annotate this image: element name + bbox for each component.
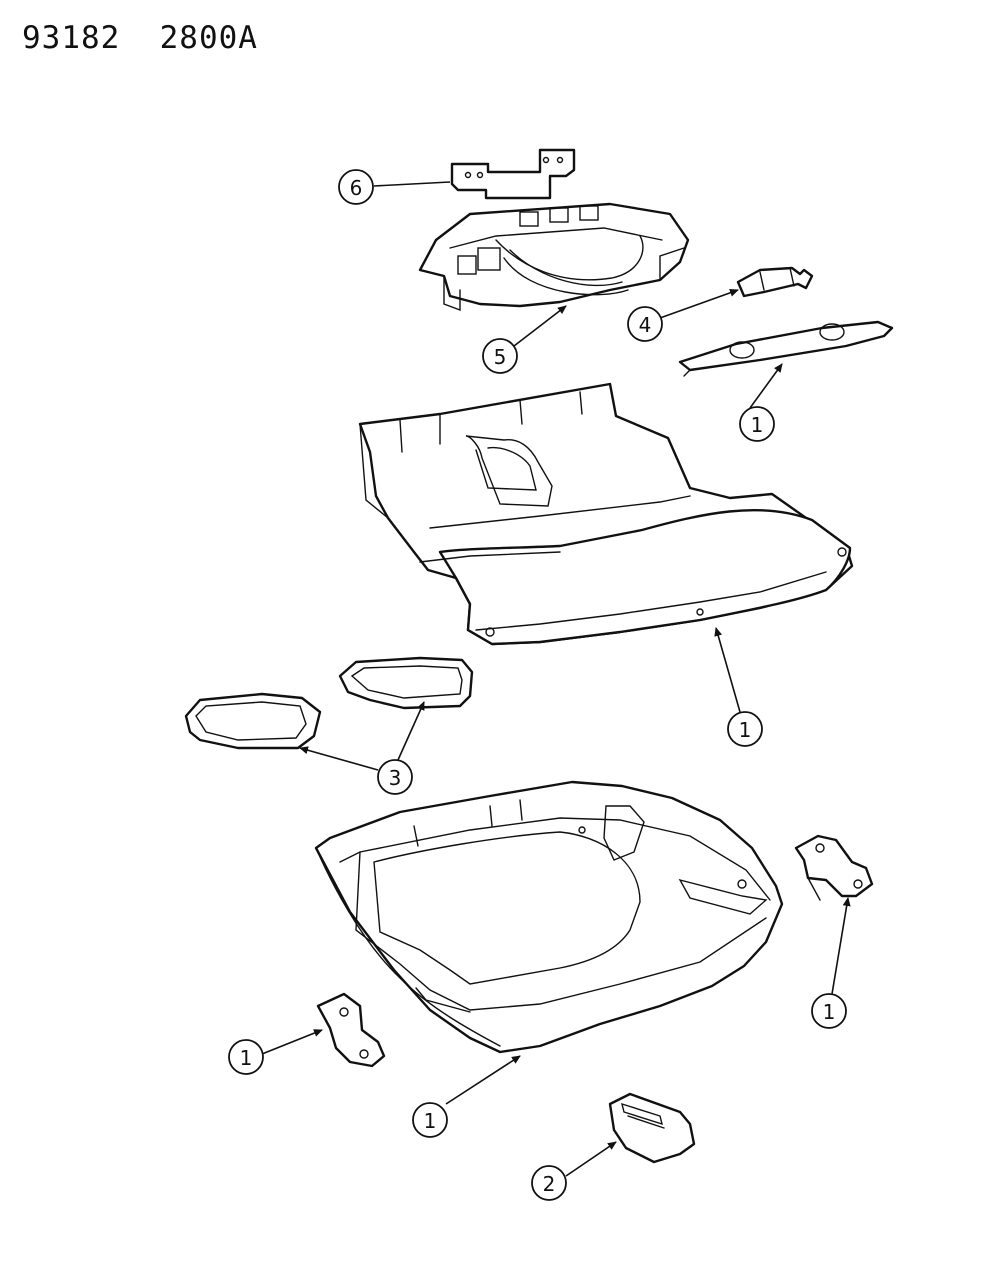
leader-line-1a bbox=[749, 363, 783, 409]
callout-5: 5 bbox=[482, 338, 518, 374]
leader-line-1b bbox=[714, 627, 741, 713]
callout-1-lamp-bar: 1 bbox=[739, 406, 775, 442]
callout-2: 2 bbox=[531, 1165, 567, 1201]
callout-1-housing: 1 bbox=[412, 1102, 448, 1138]
leader-line-5 bbox=[513, 305, 567, 347]
callout-3-number: 3 bbox=[389, 766, 402, 790]
console-tray-part bbox=[358, 382, 854, 646]
leader-line-6 bbox=[373, 181, 451, 187]
callout-1-lamp-bar-number: 1 bbox=[751, 413, 764, 437]
callout-1-console-tray-number: 1 bbox=[739, 718, 752, 742]
leader-line-1c bbox=[831, 897, 851, 995]
callout-6-number: 6 bbox=[350, 176, 363, 200]
figure-code: 93182 2800A bbox=[22, 20, 258, 56]
leader-line-4 bbox=[659, 288, 739, 319]
left-clip-part bbox=[316, 992, 386, 1068]
leader-lines bbox=[261, 181, 851, 1177]
bezel-ring-left-part bbox=[184, 692, 322, 750]
right-clip-part bbox=[794, 834, 874, 901]
lamp-housing-part bbox=[418, 202, 690, 312]
callout-1-housing-number: 1 bbox=[424, 1109, 437, 1133]
callout-1-left-clip: 1 bbox=[228, 1039, 264, 1075]
leader-line-1e bbox=[445, 1055, 521, 1105]
lamp-bar-part bbox=[678, 320, 894, 377]
leader-line-3a bbox=[299, 746, 379, 771]
callout-1-right-clip: 1 bbox=[811, 993, 847, 1029]
callout-1-right-clip-number: 1 bbox=[823, 1000, 836, 1024]
callout-1-left-clip-number: 1 bbox=[240, 1046, 253, 1070]
callout-6: 6 bbox=[338, 169, 374, 205]
console-housing-part bbox=[314, 780, 784, 1054]
callout-4-number: 4 bbox=[639, 313, 652, 337]
callout-2-number: 2 bbox=[543, 1172, 556, 1196]
leader-line-3b bbox=[397, 701, 425, 761]
leader-line-2 bbox=[565, 1141, 617, 1177]
callout-1-console-tray: 1 bbox=[727, 711, 763, 747]
callout-4: 4 bbox=[627, 306, 663, 342]
lens-door-part bbox=[608, 1092, 696, 1164]
leader-line-1d bbox=[261, 1029, 323, 1055]
bulb-part bbox=[736, 266, 814, 298]
callout-5-number: 5 bbox=[494, 345, 507, 369]
callout-3: 3 bbox=[377, 759, 413, 795]
bezel-ring-right-part bbox=[338, 656, 474, 710]
bracket-plate-part bbox=[450, 148, 576, 200]
